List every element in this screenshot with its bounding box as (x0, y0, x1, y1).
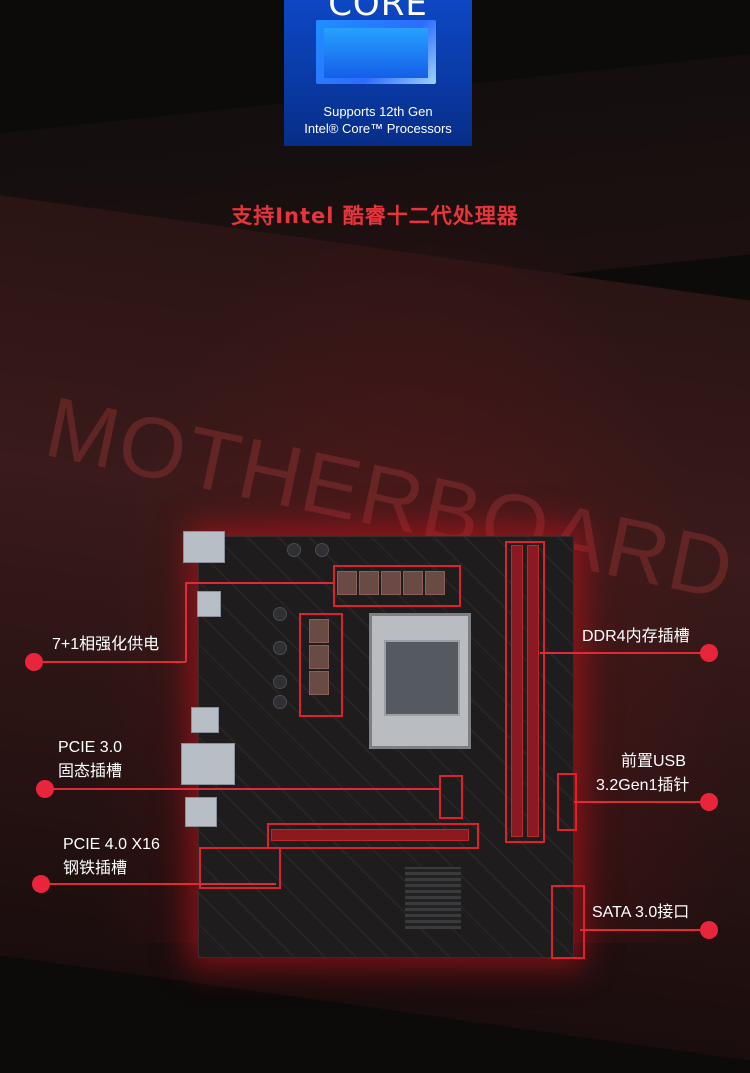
callout-ddr4-label: DDR4内存插槽 (582, 628, 690, 645)
callout-usb-line (574, 801, 710, 803)
capacitor (315, 543, 329, 557)
page-headline: 支持Intel 酷睿十二代处理器 (231, 204, 519, 228)
callout-ddr4-dot (700, 644, 718, 662)
callout-pcie4-line (42, 883, 276, 885)
io-port-top (183, 531, 225, 563)
badge-line-2: Intel® Core™ Processors (304, 121, 452, 136)
vrm-choke (337, 571, 357, 595)
callout-vrm-label: 7+1相强化供电 (52, 636, 160, 653)
io-port-audio (185, 797, 217, 827)
motherboard-image (181, 531, 585, 959)
callout-vrm-vline (185, 582, 187, 662)
callout-pcie3-label-2: 固态插槽 (58, 763, 123, 780)
vrm-choke (309, 671, 329, 695)
capacitor (273, 695, 287, 709)
callout-pcie3-dot (36, 780, 54, 798)
badge-line-1: Supports 12th Gen (323, 104, 433, 119)
m2-slot-highlight (439, 775, 463, 819)
pcie-x16-slot (271, 829, 469, 841)
callout-usb-dot (700, 793, 718, 811)
vrm-choke (309, 619, 329, 643)
vrm-choke (359, 571, 379, 595)
callout-pcie4-dot (32, 875, 50, 893)
callout-sata-line (580, 929, 710, 931)
chipset-heatsink (405, 867, 461, 929)
callout-usb-label-1: 前置USB (621, 753, 686, 770)
dimm-slot-1 (511, 545, 523, 837)
vrm-choke (309, 645, 329, 669)
vrm-choke (425, 571, 445, 595)
capacitor (273, 675, 287, 689)
badge-cube-face (324, 28, 428, 78)
callout-sata-dot (700, 921, 718, 939)
callout-pcie4-label-1: PCIE 4.0 X16 (63, 836, 160, 853)
cpu-socket-pins (384, 640, 460, 716)
callout-usb-label-2: 3.2Gen1插针 (596, 777, 690, 794)
vrm-highlight-top (333, 565, 461, 607)
pcie-x16-highlight (267, 823, 479, 849)
io-port-lan (181, 743, 235, 785)
capacitor (287, 543, 301, 557)
io-port-hdmi (197, 591, 221, 617)
callout-sata-label: SATA 3.0接口 (592, 904, 690, 921)
dimm-highlight (505, 541, 545, 843)
callout-ddr4-line (540, 652, 710, 654)
callout-vrm-line (36, 661, 186, 663)
badge-logo-word: CORE (328, 0, 428, 24)
callout-vrm-dot (25, 653, 43, 671)
vrm-choke (381, 571, 401, 595)
callout-pcie4-label-2: 钢铁插槽 (63, 860, 128, 877)
vrm-choke (403, 571, 423, 595)
io-port-usb (191, 707, 219, 733)
intel-core-badge: CORE Supports 12th Gen Intel® Core™ Proc… (284, 0, 472, 146)
callout-pcie3-line (46, 788, 439, 790)
capacitor (273, 607, 287, 621)
dimm-slot-2 (527, 545, 539, 837)
vrm-highlight-left (299, 613, 343, 717)
pcie-x16-lower-highlight (199, 847, 281, 889)
callout-pcie3-label-1: PCIE 3.0 (58, 739, 123, 756)
callout-vrm-line-top (185, 582, 333, 584)
sata-highlight (551, 885, 585, 959)
cpu-socket (369, 613, 471, 749)
capacitor (273, 641, 287, 655)
